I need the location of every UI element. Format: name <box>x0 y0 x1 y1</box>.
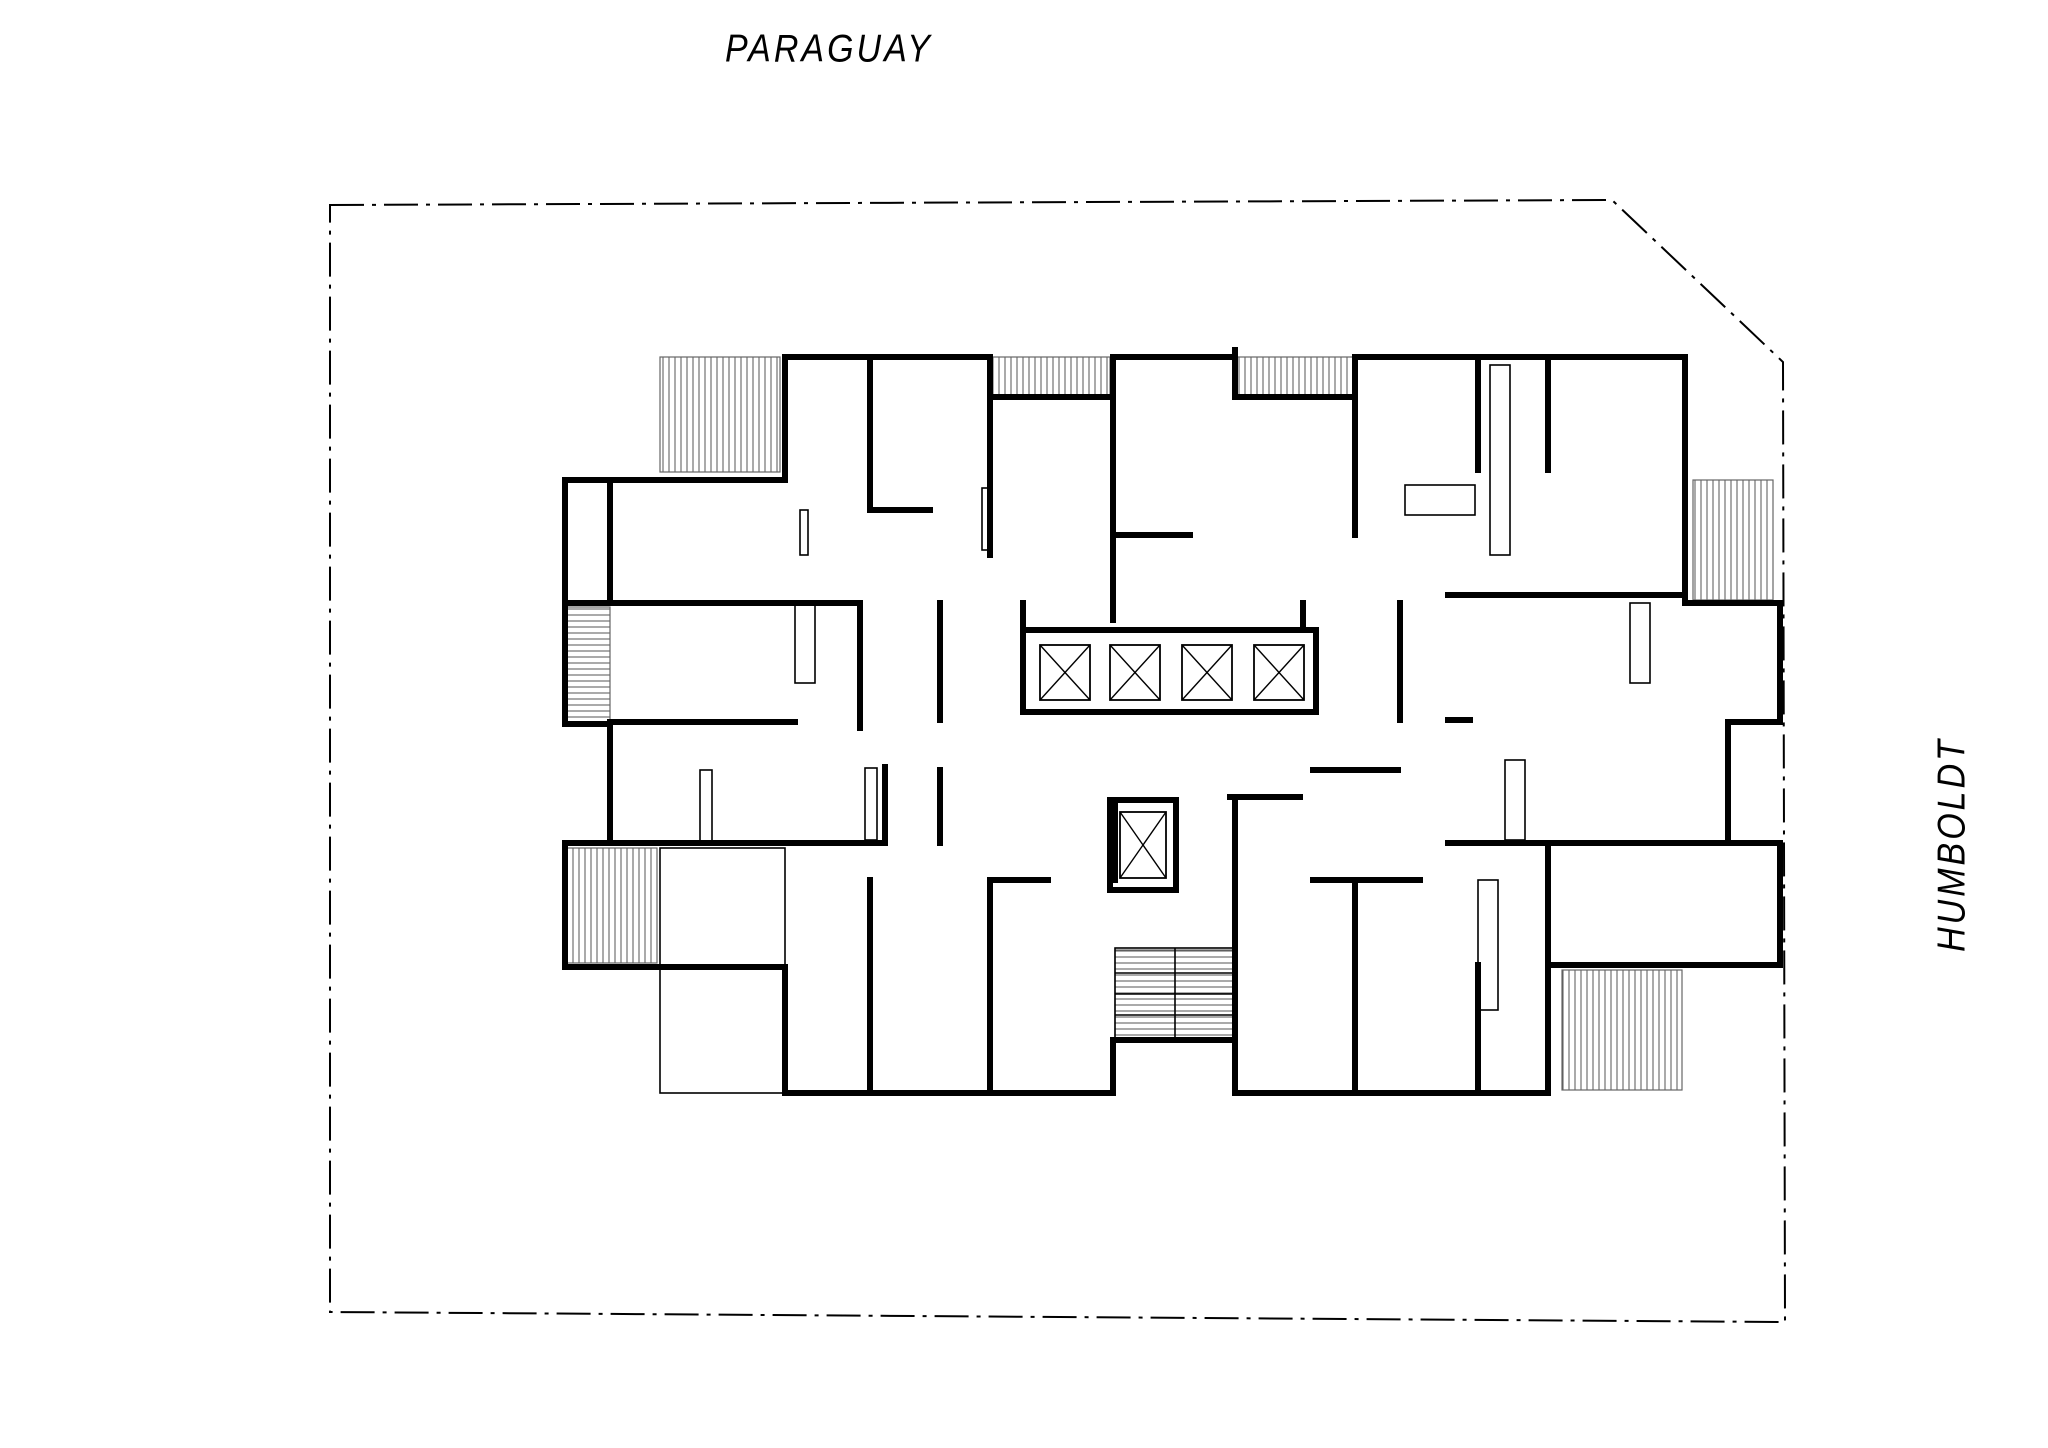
elevator-car-3 <box>1181 644 1233 701</box>
elevator-car-2 <box>1109 644 1161 701</box>
fixtures <box>699 364 1651 1011</box>
service-elevator <box>1119 811 1167 879</box>
property-boundary <box>329 198 1787 1324</box>
elevator-core <box>1020 627 1319 893</box>
street-label-paraguay: PARAGUAY <box>725 27 933 71</box>
elevator-car-1 <box>1039 644 1091 701</box>
elevator-car-4 <box>1253 644 1305 701</box>
stair <box>1114 947 1236 1041</box>
interior-walls <box>562 347 1783 1096</box>
